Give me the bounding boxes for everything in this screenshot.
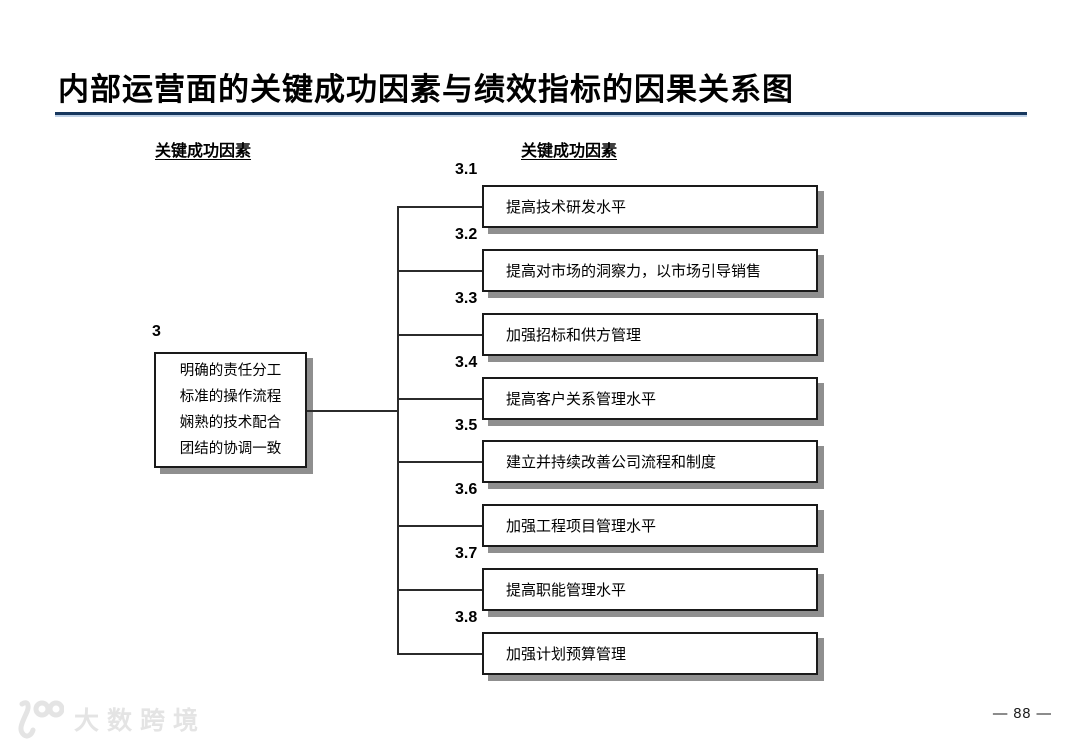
factor-label: 加强工程项目管理水平 [506,518,657,535]
left-factor-number: 3 [152,323,161,340]
title-underline-rule [55,112,1027,115]
page-number: — 88 — [992,706,1052,722]
factor-number-3-8: 3.8 [455,609,478,626]
factor-box-3-3: 加强招标和供方管理 [482,313,818,356]
left-factor-line: 标准的操作流程 [179,389,282,405]
brand-watermark: 大数跨境 [12,698,206,740]
brand-logo-icon [18,700,64,739]
connector-branch-3-2 [397,270,482,272]
factor-box-3-4: 提高客户关系管理水平 [482,377,818,420]
factor-number-3-5: 3.5 [455,417,478,434]
factor-number-3-2: 3.2 [455,226,478,243]
factor-box-3-8: 加强计划预算管理 [482,632,818,675]
factor-box-3-1: 提高技术研发水平 [482,185,818,228]
connector-branch-3-7 [397,589,482,591]
left-column-header: 关键成功因素 [155,143,252,160]
factor-number-3-7: 3.7 [455,545,478,562]
left-factor-line: 团结的协调一致 [179,441,282,457]
factor-box-3-2: 提高对市场的洞察力，以市场引导销售 [482,249,818,292]
factor-box-3-7: 提高职能管理水平 [482,568,818,611]
factor-number-3-6: 3.6 [455,481,478,498]
connector-left-box-to-spine [307,410,397,412]
factor-label: 提高对市场的洞察力，以市场引导销售 [506,263,762,280]
factor-label: 加强计划预算管理 [506,646,627,663]
left-factor-box: 明确的责任分工 标准的操作流程 娴熟的技术配合 团结的协调一致 [154,352,307,468]
connector-spine [397,206,399,655]
factor-label: 提高职能管理水平 [506,582,627,599]
factor-number-3-1: 3.1 [455,161,478,178]
factor-label: 加强招标和供方管理 [506,327,642,344]
factor-box-3-6: 加强工程项目管理水平 [482,504,818,547]
brand-watermark-text: 大数跨境 [74,707,207,735]
factor-label: 建立并持续改善公司流程和制度 [506,454,717,471]
right-column-header: 关键成功因素 [521,143,618,160]
connector-branch-3-8 [397,653,482,655]
factor-box-3-5: 建立并持续改善公司流程和制度 [482,440,818,483]
connector-branch-3-3 [397,334,482,336]
connector-branch-3-5 [397,461,482,463]
factor-label: 提高技术研发水平 [506,199,627,216]
factor-label: 提高客户关系管理水平 [506,391,657,408]
left-factor-line: 明确的责任分工 [179,363,282,379]
connector-branch-3-6 [397,525,482,527]
factor-number-3-3: 3.3 [455,290,478,307]
page-title: 内部运营面的关键成功因素与绩效指标的因果关系图 [58,72,794,107]
factor-number-3-4: 3.4 [455,354,478,371]
left-factor-line: 娴熟的技术配合 [179,415,282,431]
connector-branch-3-1 [397,206,482,208]
connector-branch-3-4 [397,398,482,400]
